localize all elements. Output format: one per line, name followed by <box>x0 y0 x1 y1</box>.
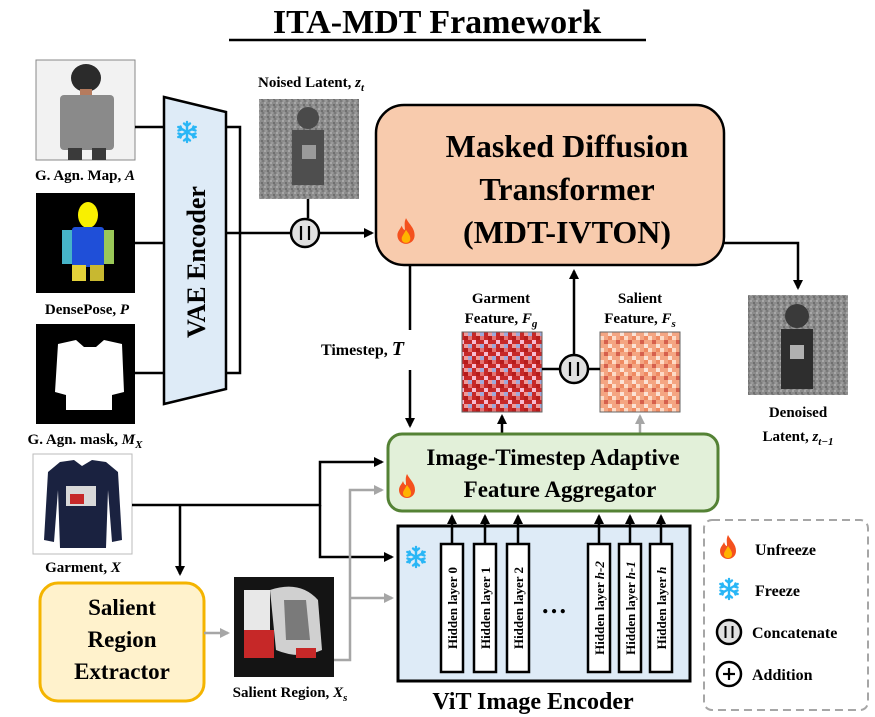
svg-text:Hidden layer h-1: Hidden layer h-1 <box>623 561 638 655</box>
timestep-label: Timestep, T <box>321 338 405 360</box>
aggregator-line2: Feature Aggregator <box>464 477 657 502</box>
vit-label: ViT Image Encoder <box>432 689 634 715</box>
garment-label: Garment, X <box>45 560 122 576</box>
legend-concat-icon <box>715 618 743 646</box>
mdt-line2: Transformer <box>479 171 654 207</box>
vae-encoder: VAE Encoder <box>162 95 228 406</box>
hidden-layer-1: Hidden layer 1 <box>472 542 498 674</box>
hidden-layer-h-1: Hidden layer h-1 <box>617 542 643 674</box>
mdt-line1: Masked Diffusion <box>446 128 689 164</box>
garment-to-aggregator <box>132 457 384 507</box>
salient-feature-line1: Salient <box>618 291 662 307</box>
svg-text:Hidden layer 2: Hidden layer 2 <box>511 567 526 649</box>
svg-text:Hidden layer h: Hidden layer h <box>654 567 669 650</box>
legend-concatenate: Concatenate <box>752 625 837 642</box>
extractor-line2: Region <box>88 627 157 652</box>
noised-latent-label: Noised Latent, zt <box>258 75 365 94</box>
feature-aggregator: Image-Timestep Adaptive Feature Aggregat… <box>386 432 720 513</box>
vae-out-top <box>226 125 242 375</box>
mdt-line3: (MDT-IVTON) <box>463 214 671 250</box>
concat-icon <box>289 217 321 249</box>
extractor-line1: Salient <box>88 595 156 620</box>
legend-unfreeze: Unfreeze <box>755 542 816 559</box>
legend: Unfreeze Freeze Concatenate Addition <box>703 519 869 711</box>
denoised-line1: Denoised <box>769 405 828 421</box>
garment-to-vit <box>318 505 394 562</box>
garment-feature-line2: Feature, Fg <box>465 311 538 330</box>
hidden-layer-0: Hidden layer 0 <box>439 542 465 674</box>
legend-addition: Addition <box>752 667 813 684</box>
feature-concat-icon <box>558 353 590 385</box>
mdt-block: Masked Diffusion Transformer (MDT-IVTON) <box>374 103 726 267</box>
garment-image <box>32 453 133 555</box>
diagram-title: ITA-MDT Framework <box>273 4 601 41</box>
denoised-latent-image <box>748 295 848 395</box>
hidden-layer-2: Hidden layer 2 <box>505 542 531 674</box>
densepose-image <box>36 193 135 293</box>
hidden-layer-h-2: Hidden layer h-2 <box>586 542 612 674</box>
svg-text:Hidden layer 1: Hidden layer 1 <box>478 567 493 649</box>
salient-feature-line2: Feature, Fs <box>604 311 676 330</box>
salient-region-label: Salient Region, Xs <box>233 685 348 704</box>
salient-to-aggregator <box>334 485 384 662</box>
extractor-line3: Extractor <box>74 659 170 684</box>
svg-text:Hidden layer 0: Hidden layer 0 <box>445 567 460 649</box>
agnostic-mask-image <box>36 324 135 424</box>
salient-feature-map <box>599 331 681 413</box>
noised-latent-image <box>259 99 359 199</box>
salient-region-image <box>234 577 334 677</box>
agnostic-map-image <box>35 59 136 161</box>
vit-ellipsis: … <box>541 590 567 619</box>
hidden-layer-h: Hidden layer h <box>648 542 674 674</box>
legend-freeze: Freeze <box>755 583 800 600</box>
agnostic-mask-label: G. Agn. mask, MX <box>28 432 144 451</box>
garment-feature-line1: Garment <box>472 291 530 307</box>
garment-feature-map <box>461 331 543 413</box>
densepose-label: DensePose, P <box>45 302 130 318</box>
agnostic-map-label: G. Agn. Map, A <box>35 168 135 184</box>
vae-encoder-label: VAE Encoder <box>182 186 211 338</box>
legend-addition-icon <box>715 660 743 688</box>
salient-region-extractor: Salient Region Extractor <box>38 581 206 703</box>
denoised-line2: Latent, zt−1 <box>762 429 833 448</box>
svg-text:Hidden layer h-2: Hidden layer h-2 <box>592 561 607 655</box>
mdt-to-denoised <box>724 241 803 290</box>
aggregator-line1: Image-Timestep Adaptive <box>426 445 679 470</box>
